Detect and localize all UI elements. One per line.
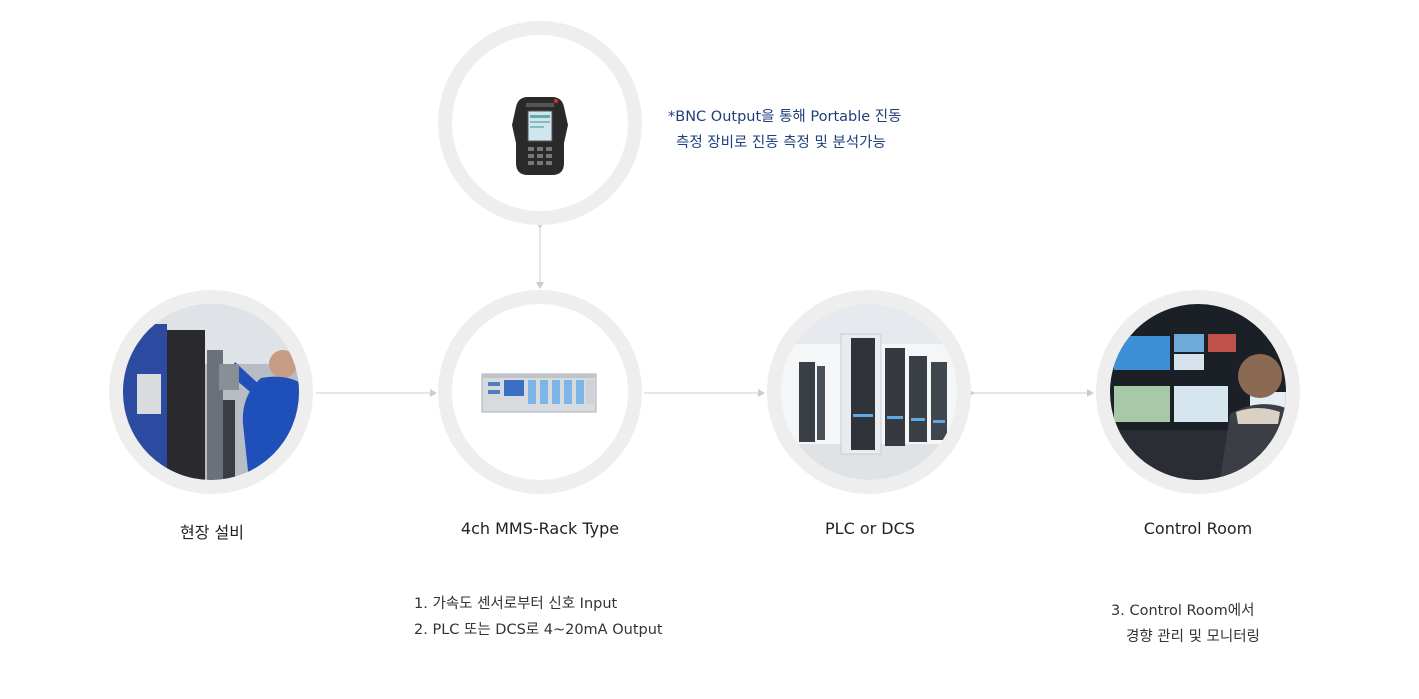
field-equipment-photo	[123, 304, 299, 480]
node-field-equipment	[109, 290, 313, 494]
bnc-note-line1: *BNC Output을 통해 Portable 진동	[668, 109, 902, 125]
bnc-note-line2: 측정 장비로 진동 측정 및 분석가능	[676, 135, 886, 151]
control-room-photo	[1110, 304, 1286, 480]
mms-note-line1: 1. 가속도 센서로부터 신호 Input	[414, 596, 618, 612]
caption-mms-rack: 4ch MMS-Rack Type	[460, 519, 620, 538]
node-plc-dcs	[767, 290, 971, 494]
node-portable	[438, 21, 642, 225]
node-control-room	[1096, 290, 1300, 494]
mms-rack-device-icon	[481, 373, 597, 413]
control-note-line1: 3. Control Room에서	[1111, 603, 1255, 619]
caption-field-equipment: 현장 설비	[180, 523, 244, 542]
server-racks-photo	[781, 304, 957, 480]
caption-control-room: Control Room	[1143, 519, 1253, 538]
caption-plc-dcs: PLC or DCS	[825, 519, 915, 538]
mms-note-line2: 2. PLC 또는 DCS로 4~20mA Output	[414, 622, 663, 638]
node-mms-rack	[438, 290, 642, 494]
portable-vibration-meter-icon	[512, 97, 568, 175]
control-note-line2: 경향 관리 및 모니터링	[1126, 629, 1260, 645]
